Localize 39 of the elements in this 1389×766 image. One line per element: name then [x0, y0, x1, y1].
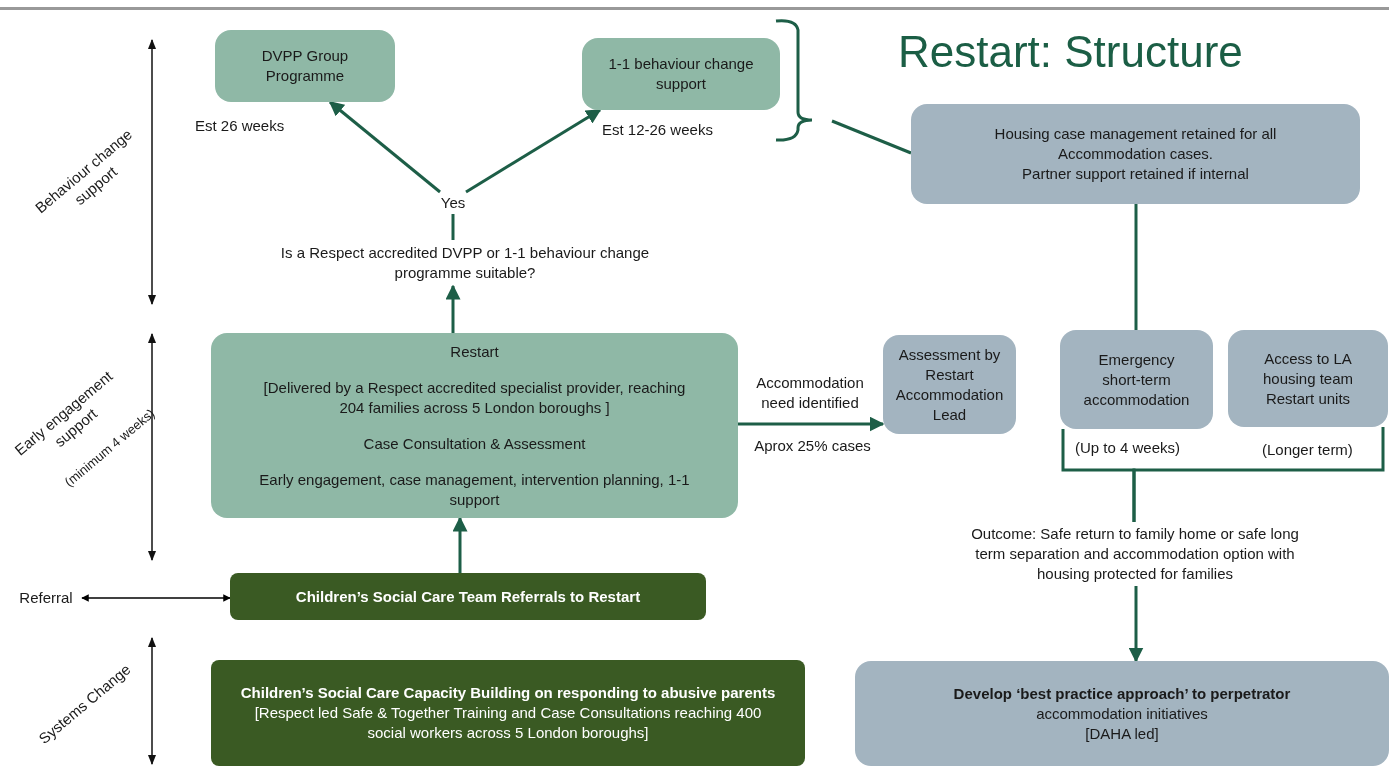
- outcome-text: Outcome: Safe return to family home or safe long term separation and accommodation option with housing protected for families: [960, 522, 1310, 586]
- arrow: [1128, 586, 1144, 663]
- box-text: 1-1 behaviour change support: [607, 54, 755, 94]
- box-text: Emergency short-term accommodation: [1082, 349, 1191, 410]
- arrow: [445, 284, 461, 333]
- box-text: Develop ‘best practice approach’ to perpetrator accommodation initiatives: [952, 683, 1292, 724]
- section-label: Aprox 25% cases: [753, 437, 872, 456]
- box-text: Children’s Social Care Capacity Building on responding to abusive parents: [240, 683, 776, 703]
- connector-line: [451, 214, 455, 240]
- arrow: [452, 516, 468, 573]
- box-text: [DAHA led]: [1085, 723, 1159, 744]
- process-box: [911, 104, 1360, 204]
- box-text: Case Consultation & Assessment: [363, 433, 586, 454]
- connector-line: [831, 119, 912, 155]
- box-text: Children’s Social Care Team Referrals to Restart: [295, 586, 641, 607]
- box-text: [Respect led Safe & Together Training and Case Consultations reaching 400 social workers across 5 London boroughs]: [253, 703, 763, 743]
- box-text: Assessment by Restart Accommodation Lead: [895, 344, 1004, 425]
- arrow: [328, 100, 441, 194]
- process-box: [211, 333, 738, 518]
- decision-answer: Yes: [430, 192, 476, 214]
- process-box: [883, 335, 1016, 434]
- referral-text: Referral: [10, 587, 82, 609]
- title: Restart: Structure: [898, 30, 1243, 74]
- arrow: [738, 416, 885, 432]
- box-text: Early engagement, case management, intervention planning, 1-1 support: [258, 469, 691, 510]
- decision-question: Is a Respect accredited DVPP or 1-1 behaviour change programme suitable?: [240, 240, 690, 286]
- arrow: [465, 108, 602, 194]
- box-text: Housing case management retained for all Accommodation cases.: [993, 124, 1278, 164]
- arrow: [81, 594, 231, 602]
- process-box: [855, 661, 1389, 766]
- process-box: [230, 573, 706, 620]
- connector-line: [1134, 204, 1138, 330]
- process-box: [211, 660, 805, 766]
- box-text: Restart: [450, 341, 499, 362]
- connector-line: [1132, 427, 1385, 522]
- box-text: DVPP Group Programme: [260, 46, 350, 86]
- box-text: Access to LA housing team Restart units: [1261, 348, 1355, 409]
- box-text: [Delivered by a Respect accredited specialist provider, reaching 204 families across 5 London boroughs ]: [262, 377, 687, 418]
- box-text: Partner support retained if internal: [1022, 164, 1249, 184]
